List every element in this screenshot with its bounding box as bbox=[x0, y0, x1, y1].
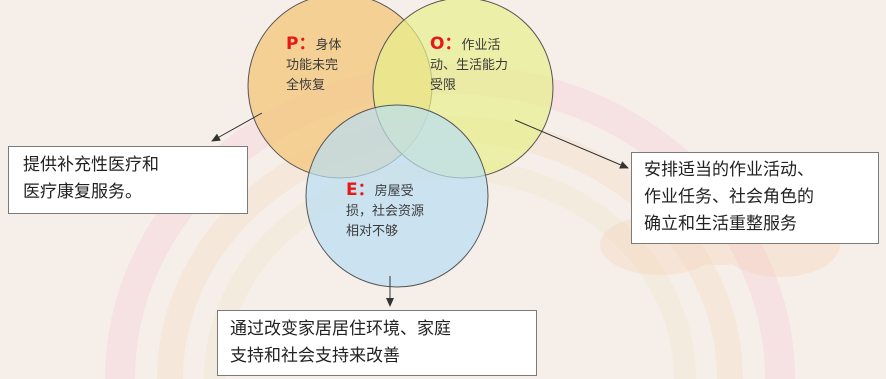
circle-p-text: P：身体 功能未完 全恢复 bbox=[286, 34, 341, 96]
circle-o-line-3: 受限 bbox=[430, 78, 457, 93]
circle-e-line-3: 相对不够 bbox=[346, 224, 399, 239]
circle-e-key: E： bbox=[346, 180, 375, 200]
box-right: 安排适当的作业活动、 作业任务、社会角色的 确立和生活重整服务 bbox=[631, 152, 879, 244]
circle-o-line-1: 作业活 bbox=[461, 38, 501, 53]
box-bottom-line-1: 通过改变家居居住环境、家庭 bbox=[230, 319, 451, 339]
circle-p-key: P： bbox=[286, 34, 316, 54]
circle-p-line-3: 全恢复 bbox=[286, 78, 326, 93]
circle-p-line-1: 身体 bbox=[315, 38, 342, 53]
arrow-p-to-left-box bbox=[211, 112, 263, 142]
box-right-line-3: 确立和生活重整服务 bbox=[644, 214, 797, 234]
box-left: 提供补充性医疗和 医疗康复服务。 bbox=[8, 146, 248, 214]
circle-e-line-1: 房屋受 bbox=[374, 184, 414, 199]
box-right-line-2: 作业任务、社会角色的 bbox=[644, 187, 814, 207]
box-bottom: 通过改变家居居住环境、家庭 支持和社会支持来改善 bbox=[217, 310, 537, 376]
arrow-o-to-right-box bbox=[514, 119, 629, 169]
circle-e bbox=[305, 104, 489, 288]
circle-e-line-2: 损，社会资源 bbox=[346, 204, 425, 219]
box-bottom-line-2: 支持和社会支持来改善 bbox=[230, 346, 400, 366]
circle-o-line-2: 动、生活能力 bbox=[430, 58, 509, 73]
circle-o-text: O：作业活 动、生活能力 受限 bbox=[430, 34, 508, 96]
box-left-line-2: 医疗康复服务。 bbox=[23, 182, 142, 202]
box-left-line-1: 提供补充性医疗和 bbox=[23, 155, 159, 175]
circle-p-line-2: 功能未完 bbox=[286, 58, 339, 73]
circle-o-key: O： bbox=[430, 34, 462, 54]
circle-e-text: E：房屋受 损，社会资源 相对不够 bbox=[346, 180, 424, 242]
box-right-line-1: 安排适当的作业活动、 bbox=[644, 160, 814, 180]
